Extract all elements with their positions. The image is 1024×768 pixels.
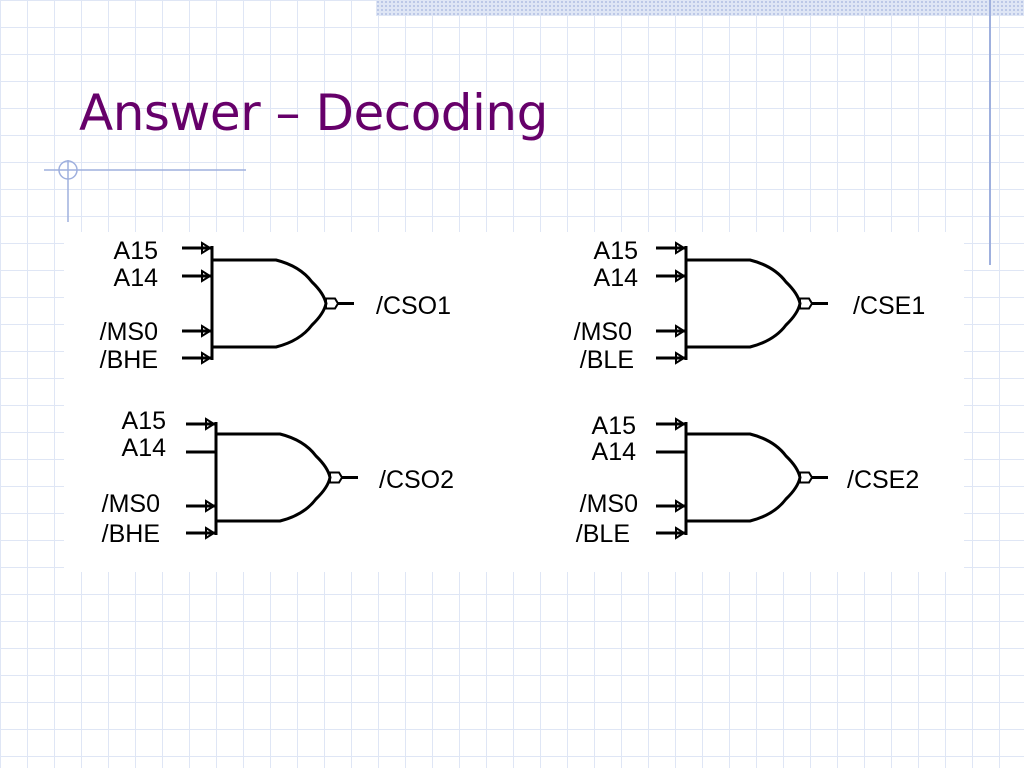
slide-title: Answer – Decoding [79, 84, 548, 142]
gate1-input-bubble-3 [201, 324, 212, 338]
gate3-input-bubble-3 [205, 499, 216, 513]
gate2-input-bubble-3 [675, 324, 686, 338]
gate1-body [212, 258, 328, 349]
gate2-input-bubble-2 [675, 269, 686, 283]
gate2-input-a14: A14 [593, 264, 638, 292]
gate3-output-bubble [329, 471, 344, 484]
gate2-output-label: /CSE1 [853, 292, 926, 320]
gate3-input-a15: A15 [121, 407, 166, 435]
gate1-input-bubble-4 [201, 351, 212, 365]
gate1-output-bubble [325, 297, 340, 310]
gate1-input-bhe: /BHE [99, 346, 158, 374]
gate3-input-bubble-1 [205, 417, 216, 431]
gate1-input-bubble-1 [201, 241, 212, 255]
gate4-output-bubble [799, 471, 814, 484]
gate3-output-label: /CSO2 [379, 466, 455, 494]
gate4-output-label: /CSE2 [847, 466, 920, 494]
gate4-input-a14: A14 [591, 438, 636, 466]
gate3-input-ms0: /MS0 [101, 490, 160, 518]
gate4-input-a15: A15 [591, 412, 636, 440]
gate3-input-bhe: /BHE [101, 520, 160, 548]
title-underline-decoration [44, 160, 246, 222]
gate3-input-a14: A14 [121, 434, 166, 462]
gate4-body [686, 432, 802, 523]
gate2-input-bubble-4 [675, 351, 686, 365]
decoder-diagram: A15 A14 /MS0 /BHE /CSO1 A15 A14 /MS0 /BL… [64, 232, 964, 572]
right-accent-rule [989, 0, 991, 265]
gate4-input-bubble-3 [675, 499, 686, 513]
gate1-input-a14: A14 [113, 264, 158, 292]
gate4-input-bubble-4 [675, 526, 686, 540]
gate2-input-ble: /BLE [579, 346, 634, 374]
header-band [376, 0, 1024, 16]
gate4-input-bubble-1 [675, 417, 686, 431]
gate4-input-ms0: /MS0 [579, 490, 638, 518]
gate1-output-label: /CSO1 [376, 292, 452, 320]
gate2-input-a15: A15 [593, 237, 638, 265]
gate1-input-a15: A15 [113, 237, 158, 265]
gate2-input-ms0: /MS0 [573, 318, 632, 346]
gate3-body [216, 432, 332, 523]
gate-wiring [182, 241, 828, 540]
gate1-input-bubble-2 [201, 269, 212, 283]
gate4-input-ble: /BLE [575, 520, 630, 548]
gate2-body [686, 258, 802, 349]
gate2-output-bubble [799, 297, 814, 310]
gate3-input-bubble-4 [205, 526, 216, 540]
gate2-input-bubble-1 [675, 241, 686, 255]
gate1-input-ms0: /MS0 [99, 318, 158, 346]
